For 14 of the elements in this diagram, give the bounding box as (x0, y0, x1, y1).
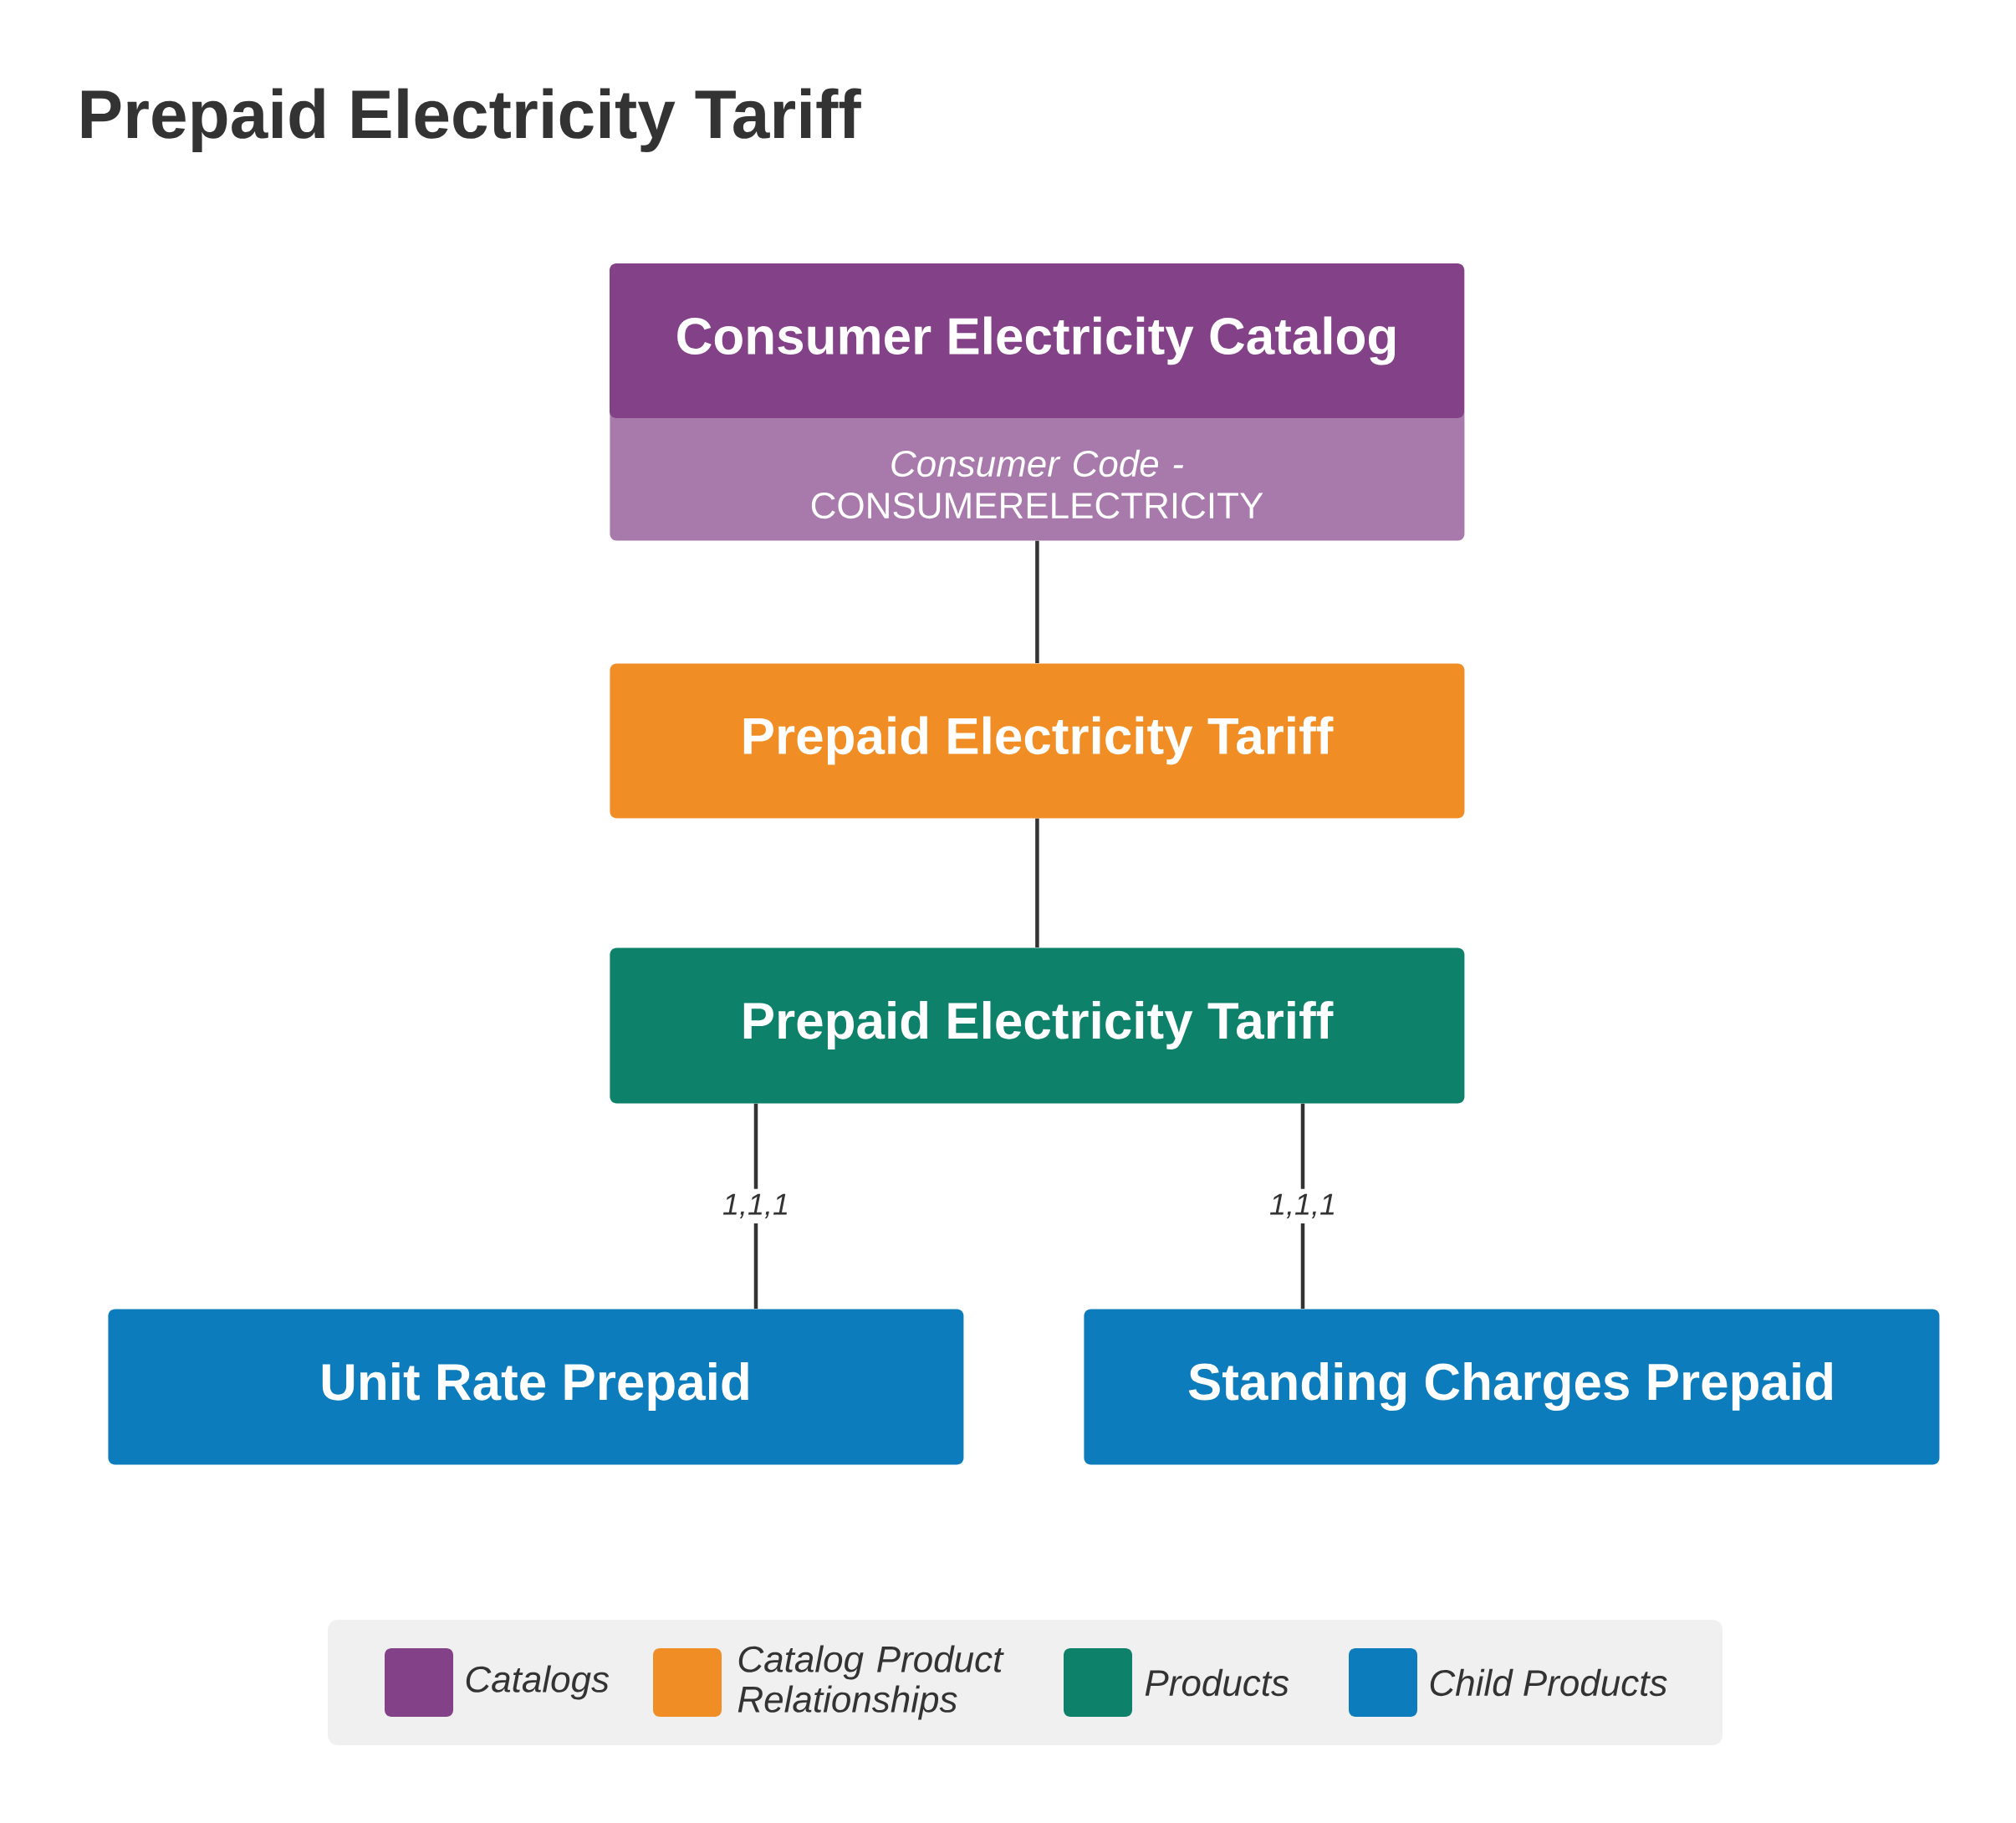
edge-label: 1,1,1 (717, 1188, 795, 1224)
relationship-box: Prepaid Electricity Tariff (610, 663, 1465, 819)
catalog-box: Consumer Electricity Catalog Consumer Code - CONSUMERELECTRICITY (610, 263, 1465, 541)
legend-label: Catalogs (466, 1665, 610, 1700)
title: Prepaid Electricity Tariff (81, 88, 861, 152)
child-product-box: Unit Rate Prepaid (108, 1309, 964, 1465)
legend-label: Catalog Product Relationships (737, 1645, 1004, 1720)
connector-line (1035, 818, 1039, 947)
legend-label: Products (1145, 1668, 1289, 1697)
edge-label: 1,1,1 (1264, 1188, 1342, 1224)
legend-label: Child Products (1430, 1668, 1667, 1697)
child-product-box: Standing Charges Prepaid (1084, 1309, 1940, 1465)
product-box: Prepaid Electricity Tariff (610, 947, 1465, 1104)
connector-line (1035, 540, 1039, 663)
